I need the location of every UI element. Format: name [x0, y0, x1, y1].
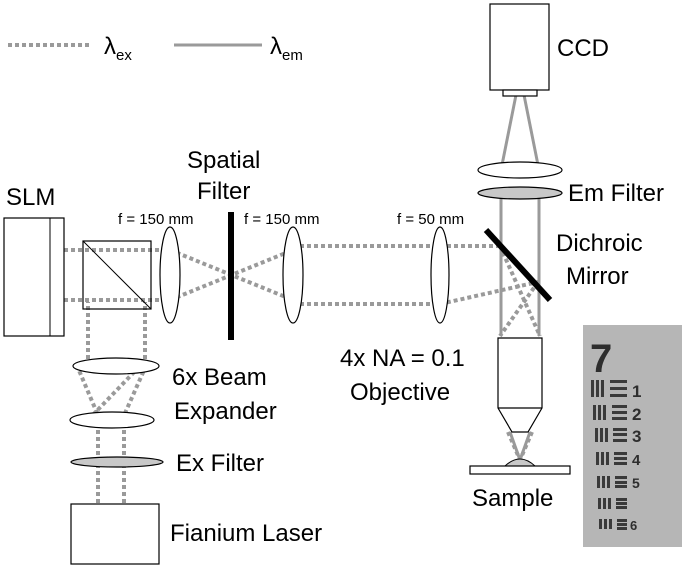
emission-beam	[499, 94, 541, 461]
dichroic-label-line2: Mirror	[566, 263, 629, 290]
spatial-filter-label-line2: Filter	[197, 178, 250, 205]
legend: λex λem	[8, 33, 303, 64]
lens-2: f = 150 mm	[244, 211, 319, 324]
ccd-body	[489, 3, 550, 91]
objective: 4x NA = 0.1 Objective	[340, 337, 543, 433]
resolution-target-element-3: 3	[632, 427, 641, 446]
legend-excitation-label: λex	[104, 33, 132, 64]
resolution-target-element-2: 2	[632, 405, 641, 424]
ex-filter-label: Ex Filter	[176, 450, 264, 477]
resolution-target-image: 7 1 2 3 4 5 6	[583, 325, 682, 547]
legend-emission-label: λem	[270, 33, 303, 64]
sample: Sample	[469, 458, 571, 512]
em-filter-label: Em Filter	[568, 180, 664, 207]
sample-label: Sample	[472, 485, 553, 512]
ex-filter: Ex Filter	[70, 450, 264, 477]
resolution-target-group-number: 7	[590, 337, 612, 381]
objective-body	[497, 337, 543, 433]
objective-label-line2: Objective	[350, 379, 450, 406]
beam-expander-label-line2: Expander	[174, 398, 277, 425]
slm: SLM	[3, 184, 65, 337]
dichroic-mirror: Dichroic Mirror	[483, 227, 643, 303]
ccd-label: CCD	[557, 35, 609, 62]
lens-2-focal-label: f = 150 mm	[244, 211, 319, 228]
resolution-target-element-1: 1	[632, 382, 641, 401]
lens-3: f = 50 mm	[397, 211, 464, 324]
lens-3-focal-label: f = 50 mm	[397, 211, 464, 228]
resolution-target-background	[583, 325, 682, 547]
spatial-filter-label-line1: Spatial	[187, 147, 260, 174]
resolution-target-element-4: 4	[632, 452, 641, 469]
lens-1: f = 150 mm	[118, 211, 193, 324]
dichroic-label-line1: Dichroic	[556, 230, 643, 257]
laser: Fianium Laser	[70, 503, 322, 565]
sample-slide	[469, 465, 571, 475]
resolution-target-element-6: 6	[630, 518, 637, 533]
resolution-target-element-labels: 1 2 3 4 5 6	[630, 382, 641, 533]
laser-label: Fianium Laser	[170, 520, 322, 547]
em-filter: Em Filter	[477, 180, 664, 207]
slm-box	[3, 217, 65, 337]
spatial-filter: Spatial Filter	[187, 147, 260, 340]
lens-1-focal-label: f = 150 mm	[118, 211, 193, 228]
slm-label: SLM	[6, 184, 55, 211]
ccd-camera: CCD	[489, 3, 609, 97]
dichroic-mirror-plate	[483, 227, 553, 303]
laser-box	[70, 503, 160, 565]
beam-splitter	[82, 240, 152, 310]
tube-lens	[477, 161, 563, 179]
sample-specimen	[503, 458, 537, 467]
beam-expander-label-line1: 6x Beam	[172, 364, 267, 391]
resolution-target-bars	[591, 380, 627, 530]
legend-emission-subscript: em	[282, 47, 303, 64]
resolution-target-element-5: 5	[632, 475, 640, 491]
beam-expander: 6x Beam Expander	[69, 357, 277, 429]
objective-label-line1: 4x NA = 0.1	[340, 345, 465, 372]
legend-excitation-subscript: ex	[116, 47, 132, 64]
ccd-mount	[502, 89, 538, 97]
